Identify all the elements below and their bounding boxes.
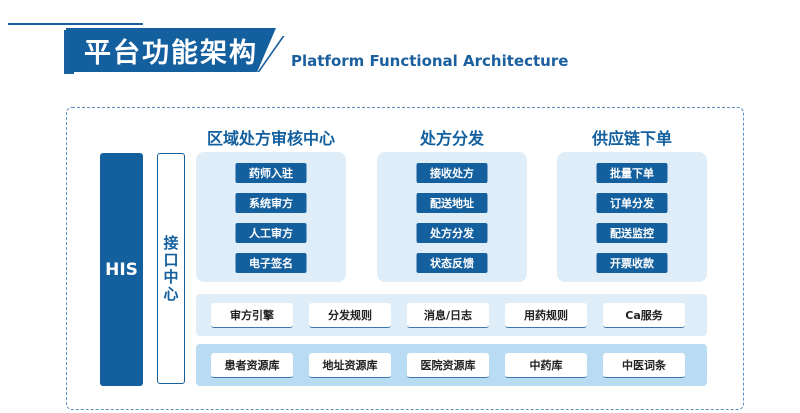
column-panel-supply-chain: 批量下单 订单分发 配送监控 开票收款 [557,152,707,282]
module-item: 处方分发 [416,223,488,243]
module-item: 电子签名 [235,253,307,273]
column-title-distribution: 处方分发 [419,129,484,148]
module-item: 接收处方 [416,163,488,183]
resource-item: 中医词条 [603,353,685,378]
service-item: Ca服务 [603,303,685,328]
service-item: 用药规则 [505,303,587,328]
module-item: 人工审方 [235,223,307,243]
module-item: 订单分发 [596,193,668,213]
row-panel-resources: 患者资源库 地址资源库 医院资源库 中药库 中医词条 [196,344,707,386]
module-item: 系统审方 [235,193,307,213]
column-panel-distribution: 接收处方 配送地址 处方分发 状态反馈 [377,152,527,282]
column-title-review-center: 区域处方审核中心 [206,129,335,148]
title-bracket-decor [64,30,74,74]
module-item: 药师入驻 [235,163,307,183]
module-item: 配送监控 [596,223,668,243]
resource-item: 地址资源库 [309,353,391,378]
page-title: 平台功能架构 [66,28,276,72]
module-item: 开票收款 [596,253,668,273]
service-item: 审方引擎 [211,303,293,328]
row-panel-services: 审方引擎 分发规则 消息/日志 用药规则 Ca服务 [196,294,707,336]
resource-item: 医院资源库 [407,353,489,378]
page-subtitle: Platform Functional Architecture [291,52,569,70]
resource-item: 患者资源库 [211,353,293,378]
module-item: 状态反馈 [416,253,488,273]
service-item: 消息/日志 [407,303,489,328]
column-title-supply-chain: 供应链下单 [591,129,672,148]
resource-item: 中药库 [505,353,587,378]
header-decor-line [8,23,143,25]
interface-center-block: 接口中心 [157,153,185,384]
architecture-frame [66,107,744,410]
module-item: 批量下单 [596,163,668,183]
his-block: HIS [100,153,143,386]
module-item: 配送地址 [416,193,488,213]
service-item: 分发规则 [309,303,391,328]
column-panel-review-center: 药师入驻 系统审方 人工审方 电子签名 [196,152,346,282]
